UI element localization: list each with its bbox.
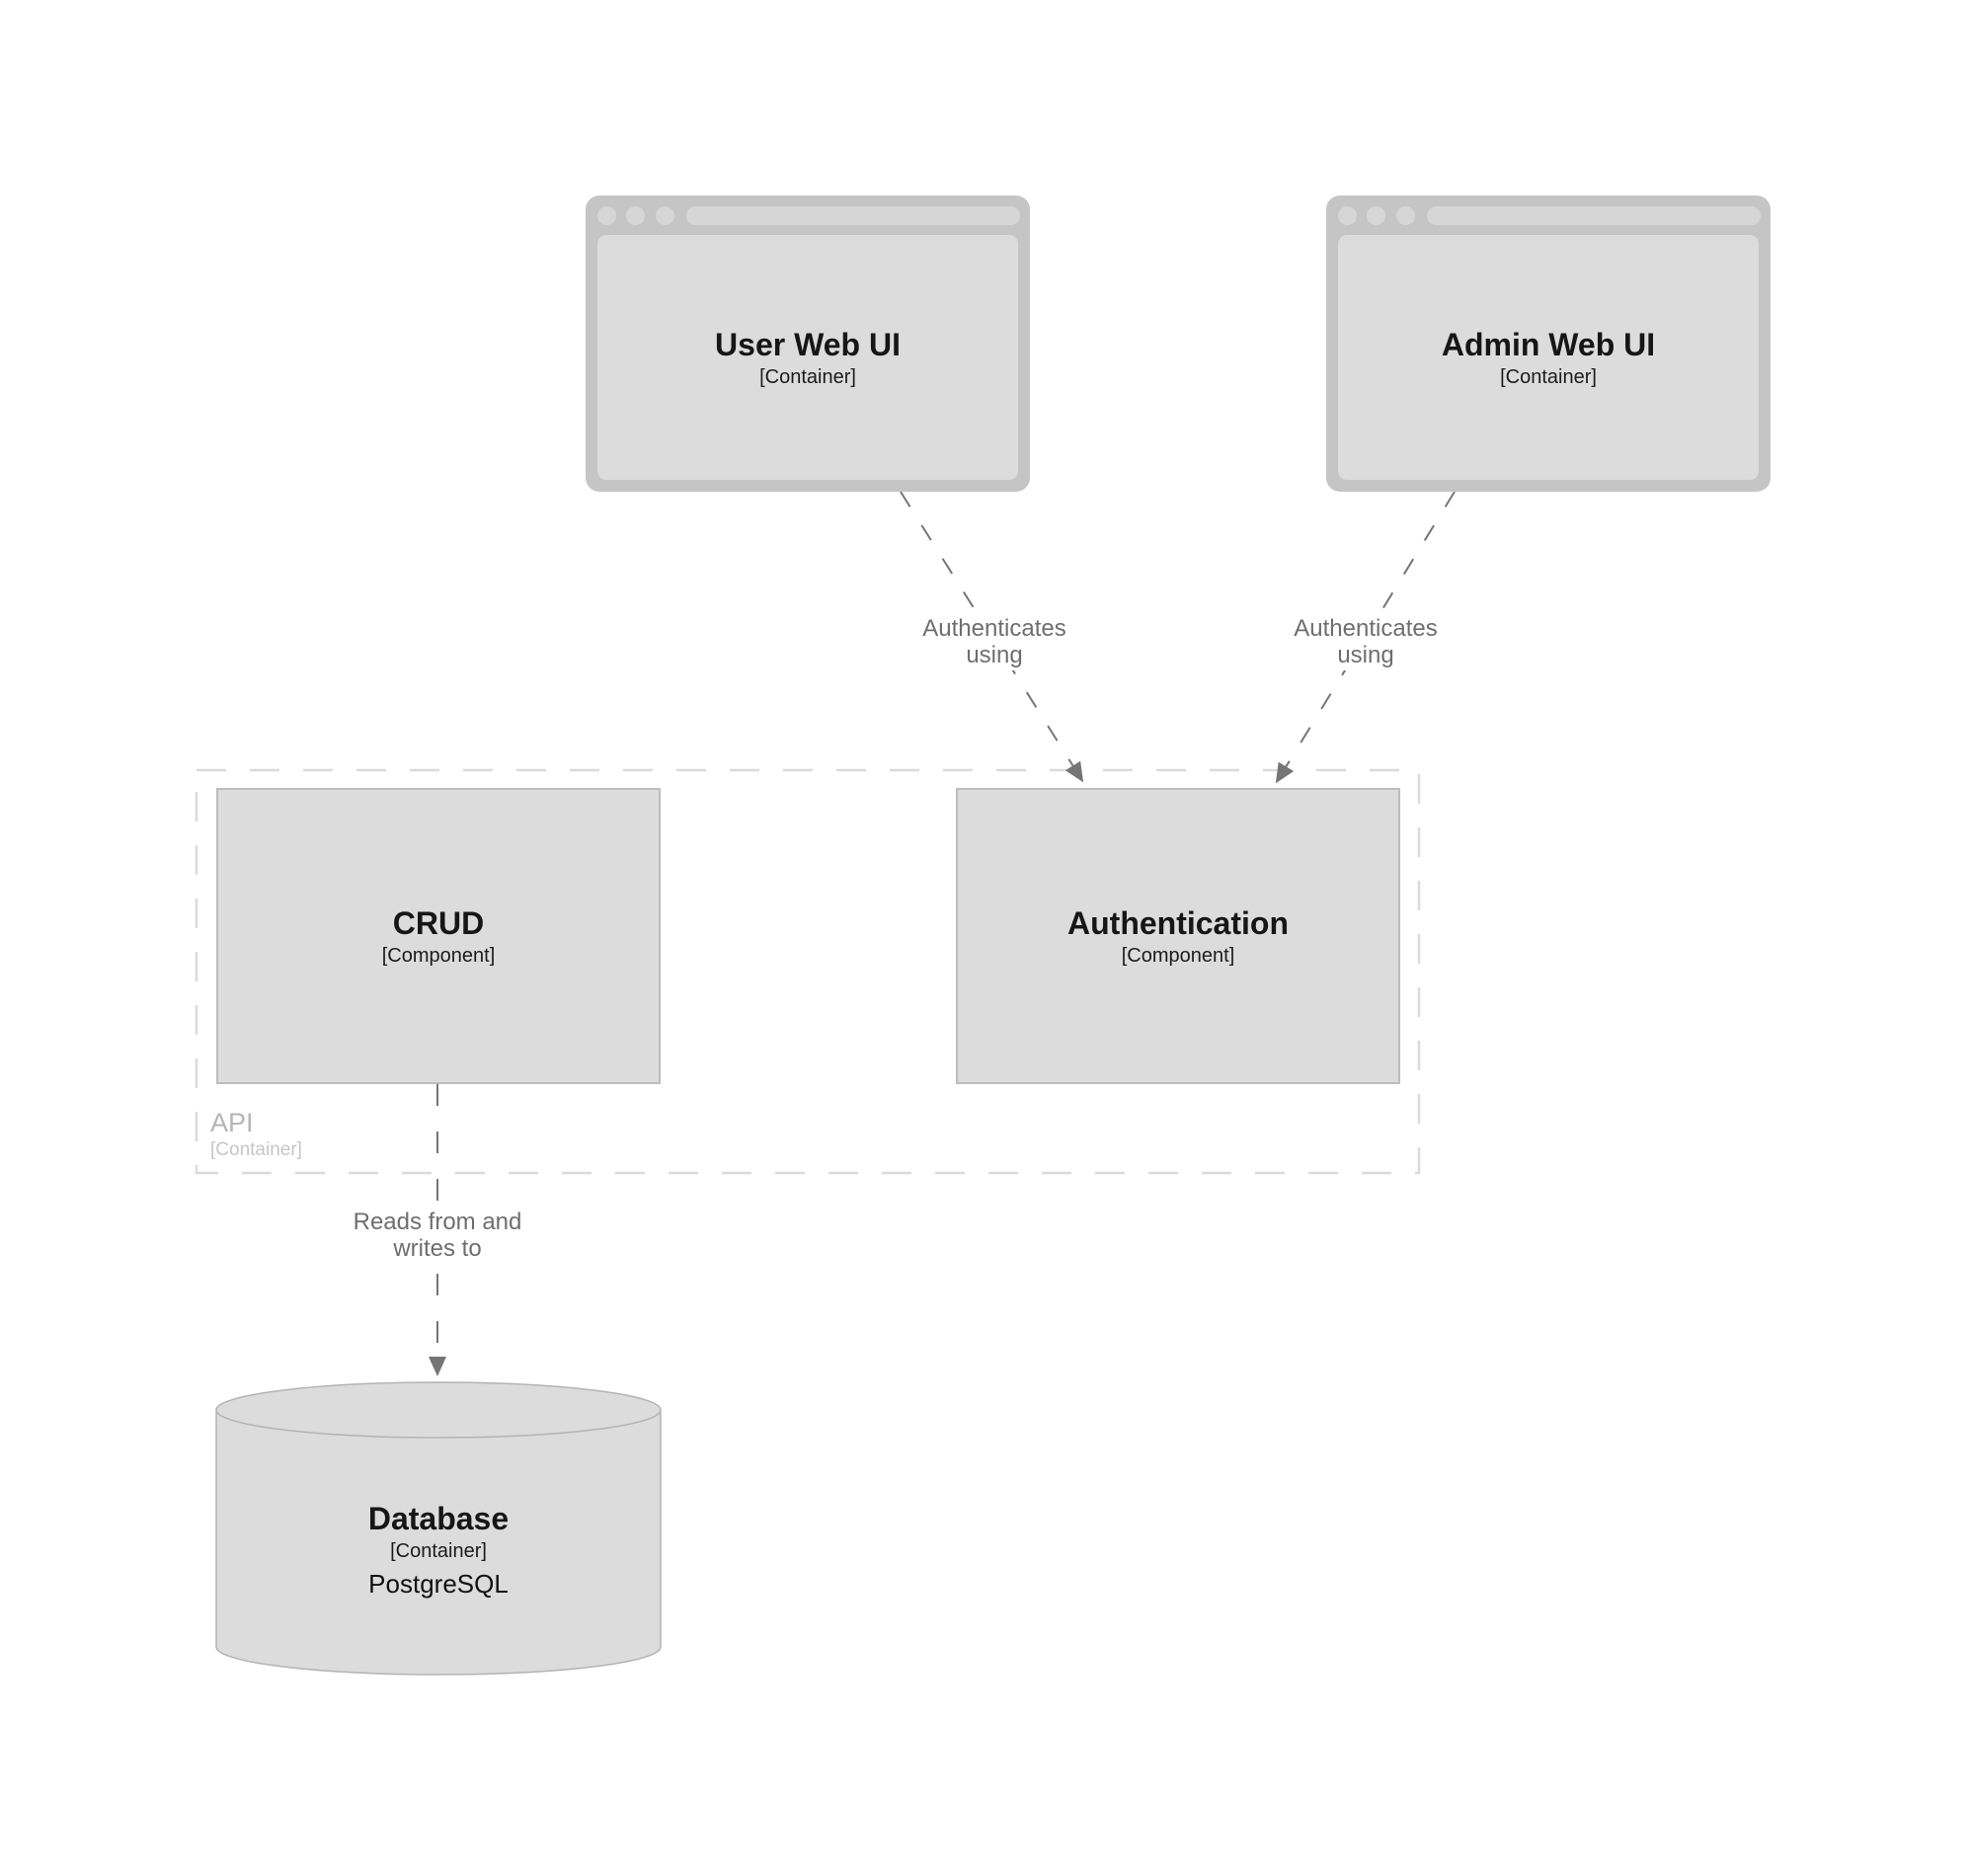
- api-boundary-label: API [Container]: [210, 1108, 302, 1161]
- window-control-dot: [1367, 206, 1385, 225]
- node-title: Admin Web UI: [1441, 326, 1656, 362]
- node-admin-web-ui: Admin Web UI [Container]: [1326, 195, 1771, 492]
- edge-label-line: using: [1337, 642, 1394, 668]
- edge-label-line: Authenticates: [922, 615, 1066, 642]
- node-user-web-ui: User Web UI [Container]: [586, 195, 1030, 492]
- browser-content-panel: User Web UI [Container]: [597, 235, 1018, 480]
- window-control-dot: [1396, 206, 1415, 225]
- edge-label-line: writes to: [393, 1235, 482, 1262]
- window-control-dot: [626, 206, 645, 225]
- address-bar: [686, 206, 1020, 225]
- window-control-dot: [597, 206, 616, 225]
- edge-label-line: using: [966, 642, 1023, 668]
- browser-content-panel: Admin Web UI [Container]: [1338, 235, 1759, 480]
- boundary-title: API: [210, 1108, 254, 1137]
- node-title: CRUD: [392, 904, 485, 941]
- edge-label-user-to-auth: Authenticates using: [918, 613, 1070, 670]
- node-subtitle: [Container]: [759, 365, 856, 388]
- window-control-dot: [1338, 206, 1357, 225]
- database-cylinder-top: [215, 1381, 662, 1439]
- node-authentication: Authentication [Component]: [956, 788, 1400, 1084]
- edge-label-admin-to-auth: Authenticates using: [1290, 613, 1442, 670]
- node-subtitle: [Component]: [1121, 944, 1235, 967]
- node-title: Database: [367, 1501, 510, 1536]
- address-bar: [1427, 206, 1761, 225]
- edge-label-line: Reads from and: [353, 1209, 522, 1235]
- node-database-label: Database [Container] PostgreSQL: [216, 1501, 661, 1599]
- node-crud: CRUD [Component]: [216, 788, 661, 1084]
- database-cylinder: [215, 1381, 662, 1676]
- node-title: Authentication: [1067, 904, 1289, 941]
- node-title: User Web UI: [715, 326, 901, 362]
- node-technology: PostgreSQL: [368, 1569, 509, 1599]
- api-boundary: [195, 768, 1421, 1175]
- boundary-subtitle: [Container]: [210, 1139, 302, 1160]
- edge-label-crud-to-database: Reads from and writes to: [349, 1207, 526, 1264]
- node-subtitle: [Component]: [381, 944, 496, 967]
- node-subtitle: [Container]: [1500, 365, 1597, 388]
- window-control-dot: [656, 206, 674, 225]
- edge-label-line: Authenticates: [1294, 615, 1438, 642]
- database-cylinder-body: [215, 1410, 662, 1676]
- node-subtitle: [Container]: [390, 1540, 487, 1562]
